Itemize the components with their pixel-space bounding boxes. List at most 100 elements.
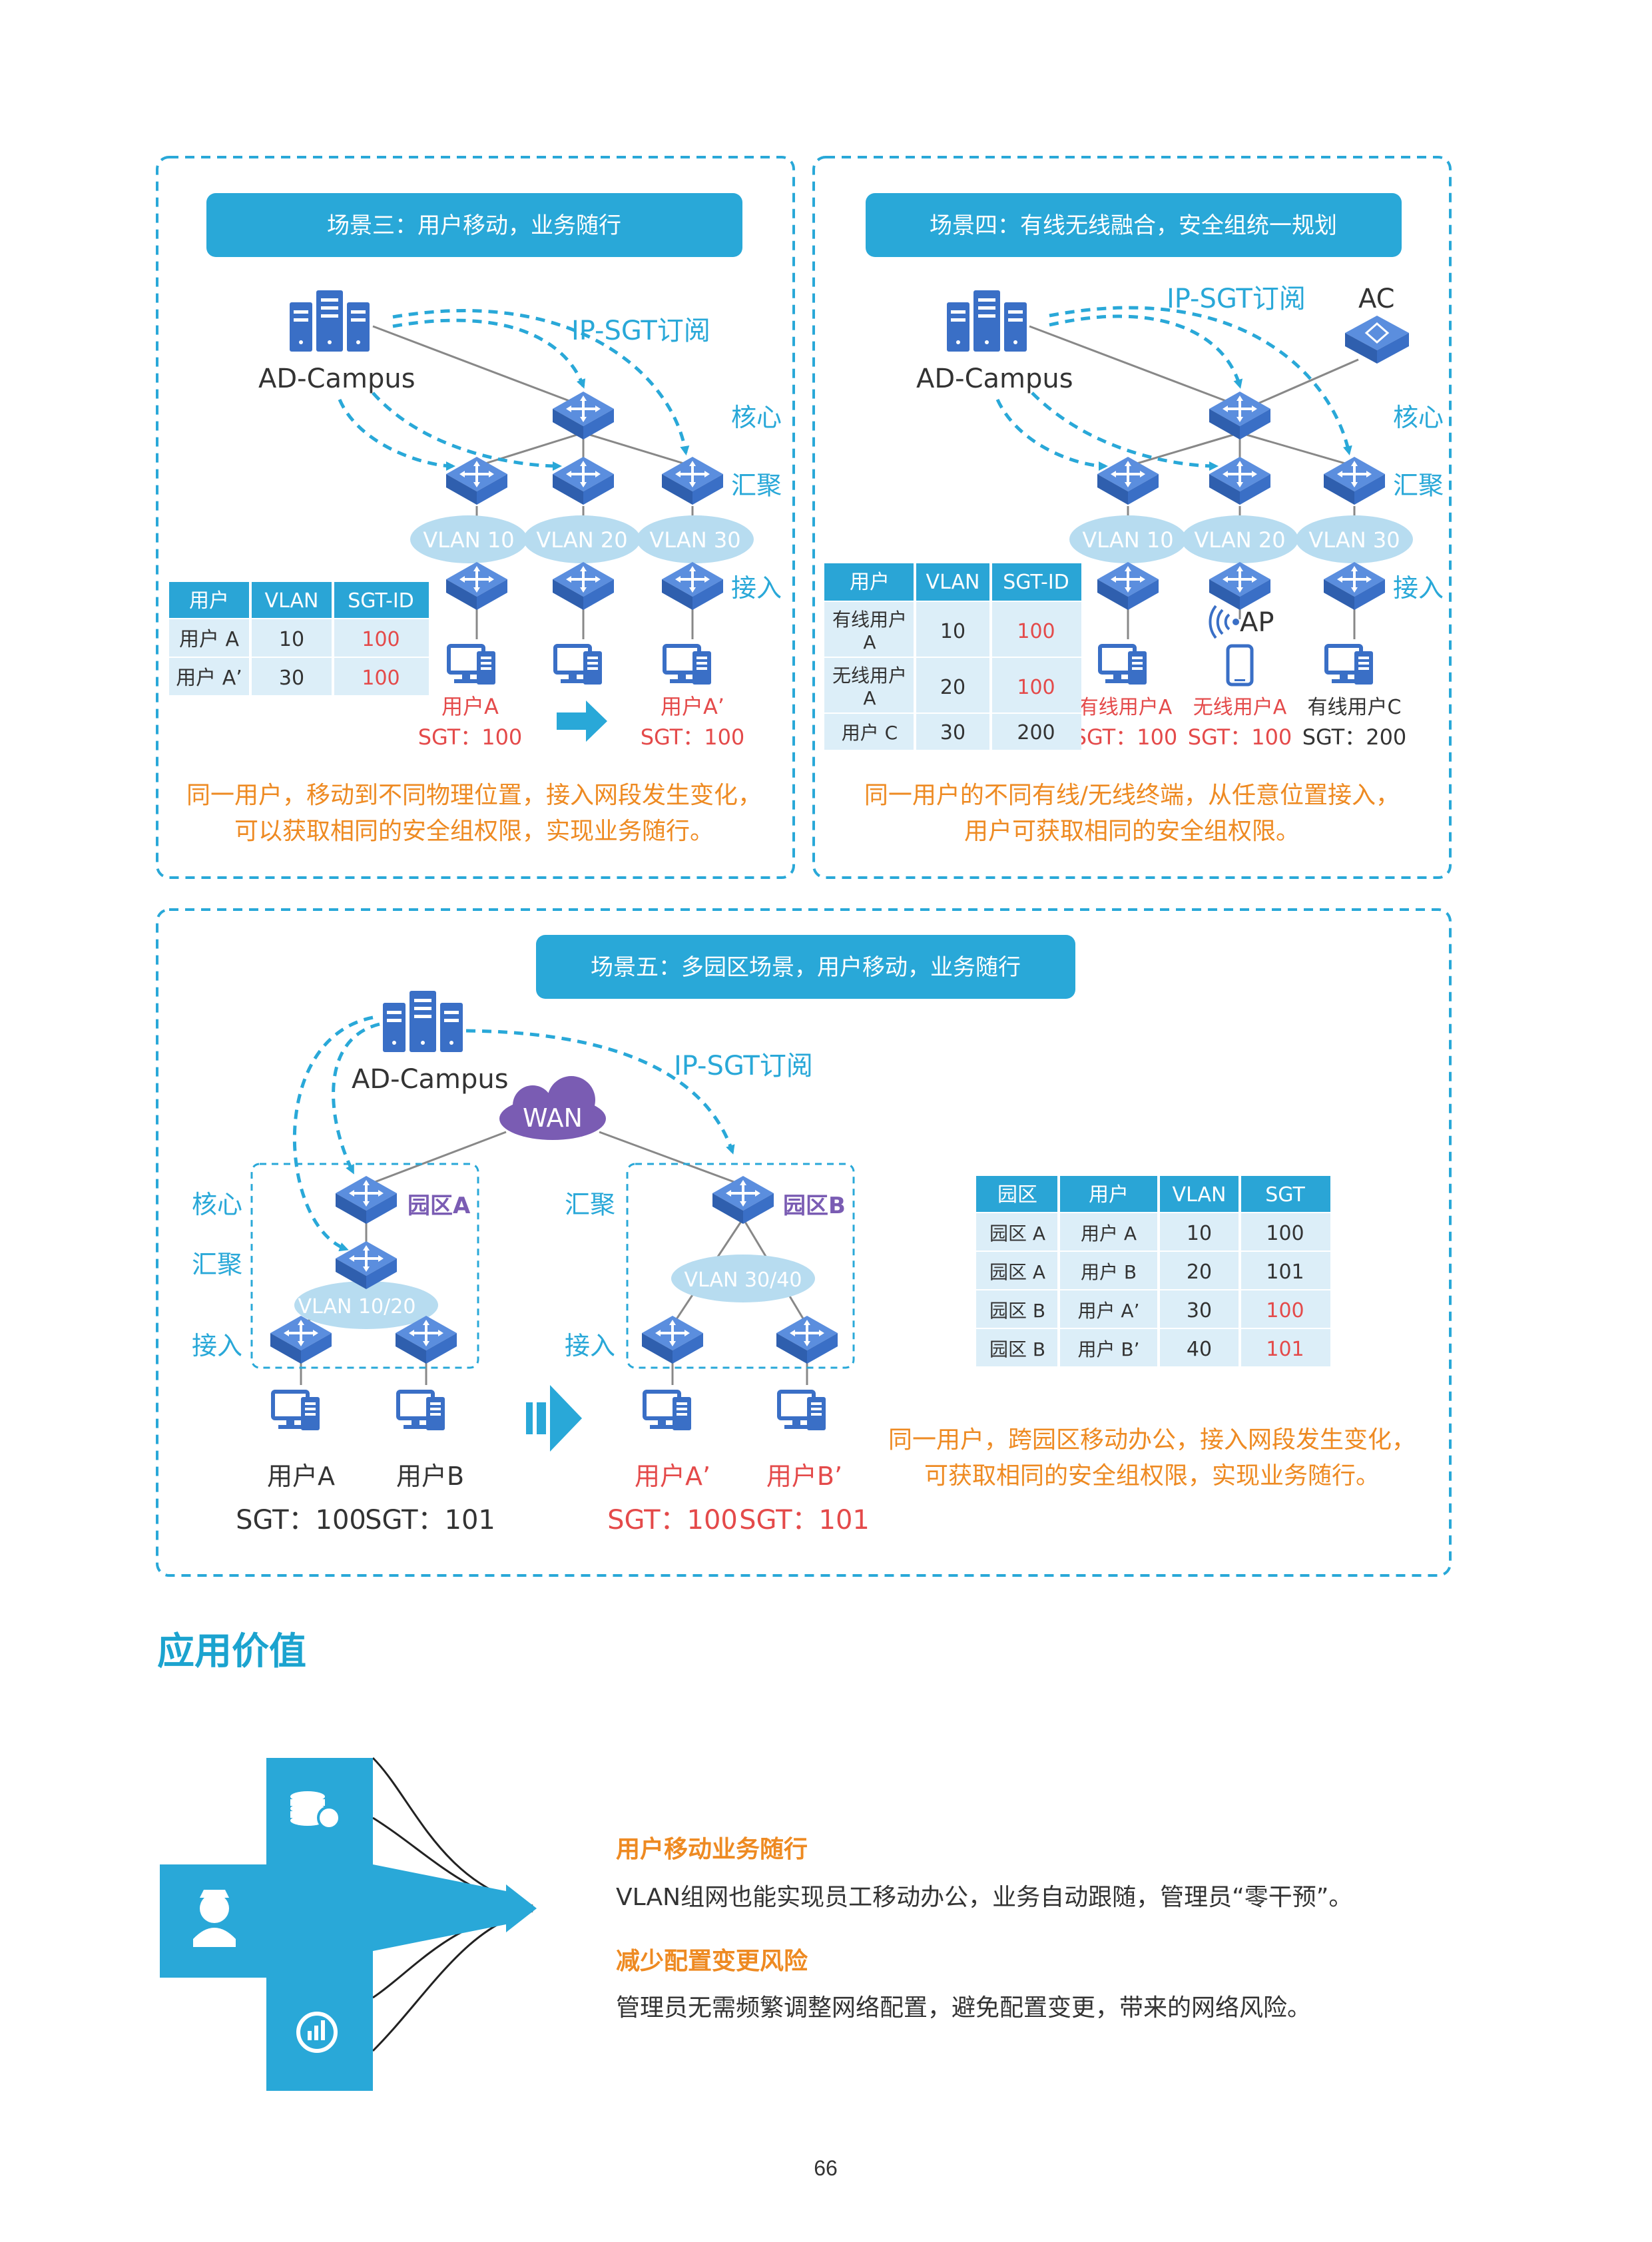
table-cell: 园区 B <box>989 1338 1045 1360</box>
user-name: 用户A’ <box>635 1462 710 1491</box>
scenario3-border <box>156 156 795 879</box>
ac-controller-icon <box>1345 316 1409 364</box>
table-cell: 有线用户 <box>832 609 907 631</box>
scenario4-panel: 场景四：有线无线融合，安全组统一规划 AD-Campus IP-SGT订阅 AC <box>812 156 1452 879</box>
table-cell: 100 <box>1017 676 1055 699</box>
wifi-icon <box>1209 605 1231 639</box>
value-graphic <box>160 1757 537 2091</box>
table-cell: 用户 B’ <box>1077 1338 1139 1360</box>
pc-icon <box>1100 646 1147 685</box>
aggregation-switch-icon <box>1096 455 1160 506</box>
scenario4-table: 用户 VLAN SGT-ID 有线用户 A 10 100 无线用户 A 20 1… <box>824 563 1081 750</box>
user-name: 用户B <box>396 1462 464 1491</box>
scenario4-vlans: VLAN 10 VLAN 20 VLAN 30 <box>1069 515 1413 563</box>
layer-access-label: 接入 <box>192 1331 242 1360</box>
scenario4-caption-line2: 用户可获取相同的安全组权限。 <box>964 818 1300 845</box>
scenario5-title: 场景五：多园区场景，用户移动，业务随行 <box>591 954 1021 981</box>
value-item-description: 管理员无需频繁调整网络配置，避免配置变更，带来的网络风险。 <box>616 1994 1312 2022</box>
table-cell: 200 <box>1017 721 1055 744</box>
table-header-cell: 用户 <box>1089 1183 1129 1207</box>
user-sgt: SGT：200 <box>1302 724 1407 750</box>
pc-icon <box>449 646 495 685</box>
user-sgt: SGT：100 <box>1188 724 1292 750</box>
table-cell: 用户 A <box>179 628 240 651</box>
table-header-cell: SGT <box>1265 1183 1305 1207</box>
table-cell: 用户 A’ <box>1078 1300 1140 1322</box>
layer-core-label: 核心 <box>192 1190 242 1219</box>
ac-label: AC <box>1358 284 1395 314</box>
scenario5-panel: 场景五：多园区场景，用户移动，业务随行 AD-Campus IP-SGT订阅 W… <box>156 908 1452 1577</box>
scenario3-title-bar <box>206 193 742 257</box>
move-arrow-icon <box>557 701 607 742</box>
server-icon <box>947 290 1027 352</box>
scenario3-subscribe-label: IP-SGT订阅 <box>571 316 710 346</box>
table-cell: 无线用户 <box>832 665 907 687</box>
access-switch-icon <box>775 1314 839 1365</box>
layer-aggregation-b-label: 汇聚 <box>565 1190 615 1219</box>
scenario4-server-label: AD-Campus <box>916 364 1073 394</box>
scenario3-caption-line1: 同一用户，移动到不同物理位置，接入网段发生变化， <box>186 782 762 809</box>
table-cell: 园区 A <box>989 1261 1045 1283</box>
table-cell: A <box>863 631 876 653</box>
scenario3-title: 场景三：用户移动，业务随行 <box>327 212 621 239</box>
table-cell: 用户 B <box>1081 1261 1137 1283</box>
scenario3-vlans: VLAN 10 VLAN 20 VLAN 30 <box>410 515 754 563</box>
layer-aggregation-label: 汇聚 <box>1393 471 1444 500</box>
vlan-ellipse <box>671 1255 815 1302</box>
wan-cloud-icon <box>499 1076 606 1140</box>
scenario3-table: 用户 VLAN SGT-ID 用户 A 10 100 用户 A’ 30 100 <box>169 582 429 695</box>
value-item-title: 减少配置变更风险 <box>616 1948 808 1975</box>
phone-icon <box>1228 646 1252 685</box>
vlan-ellipse <box>294 1281 438 1329</box>
user-from-label: 用户A <box>441 694 499 719</box>
table-cell: 30 <box>279 667 304 690</box>
aggregation-switch-icon <box>661 455 724 506</box>
table-cell: 10 <box>279 628 304 651</box>
table-cell: 30 <box>1187 1299 1212 1322</box>
server-icon <box>290 290 370 352</box>
table-cell: 40 <box>1187 1338 1212 1361</box>
scenario4-border <box>812 156 1452 879</box>
table-cell: 100 <box>362 667 400 690</box>
pc-icon <box>1326 646 1373 685</box>
scenario4-caption-line1: 同一用户的不同有线/无线终端，从任意位置接入， <box>864 782 1400 809</box>
table-header-cell: 用户 <box>850 571 890 594</box>
scenario4-title: 场景四：有线无线融合，安全组统一规划 <box>930 212 1337 239</box>
pc-icon <box>665 646 711 685</box>
wan-label: WAN <box>523 1103 583 1133</box>
layer-core-label: 核心 <box>1393 403 1444 432</box>
table-cell: 用户 A <box>1081 1223 1137 1245</box>
table-cell: 100 <box>1266 1222 1304 1245</box>
aggregation-switch-icon <box>1322 455 1386 506</box>
campus-b-label: 园区B <box>783 1193 846 1219</box>
layer-access-b-label: 接入 <box>565 1331 615 1360</box>
move-arrow-icon <box>526 1385 582 1452</box>
value-item-description: VLAN组网也能实现员工移动办公，业务自动跟随，管理员“零干预”。 <box>616 1884 1353 1911</box>
layer-access-label: 接入 <box>1393 573 1444 603</box>
chart-tile <box>266 1978 373 2091</box>
table-cell: 101 <box>1266 1261 1304 1284</box>
table-cell: 100 <box>1017 620 1055 643</box>
vlan-label: VLAN 20 <box>536 527 627 553</box>
layer-core-label: 核心 <box>731 403 782 432</box>
chart-refresh-icon <box>296 2012 338 2053</box>
campus-b-box <box>626 1163 855 1369</box>
pc-icon <box>779 1392 826 1430</box>
vlan-a-label: VLAN 10/20 <box>298 1295 416 1318</box>
pc-icon <box>645 1392 691 1430</box>
scenario5-caption-line1: 同一用户，跨园区移动办公，接入网段发生变化， <box>888 1426 1416 1454</box>
scenario3-caption-line2: 可以获取相同的安全组权限，实现业务随行。 <box>234 818 714 845</box>
user-name: 用户A <box>267 1462 335 1491</box>
user-to-sgt: SGT：100 <box>641 724 745 750</box>
access-switch-icon <box>661 561 724 611</box>
table-cell: 101 <box>1266 1338 1304 1361</box>
table-header-cell: 园区 <box>997 1183 1037 1207</box>
user-tile <box>160 1864 373 1978</box>
table-header-cell: VLAN <box>265 589 319 613</box>
user-sgt: SGT：100 <box>236 1505 366 1536</box>
vlan-label: VLAN 30 <box>649 527 740 553</box>
vlan-label: VLAN 10 <box>1082 527 1173 553</box>
scenario3-subscribe-arrows <box>338 309 690 471</box>
pc-icon <box>398 1392 445 1430</box>
